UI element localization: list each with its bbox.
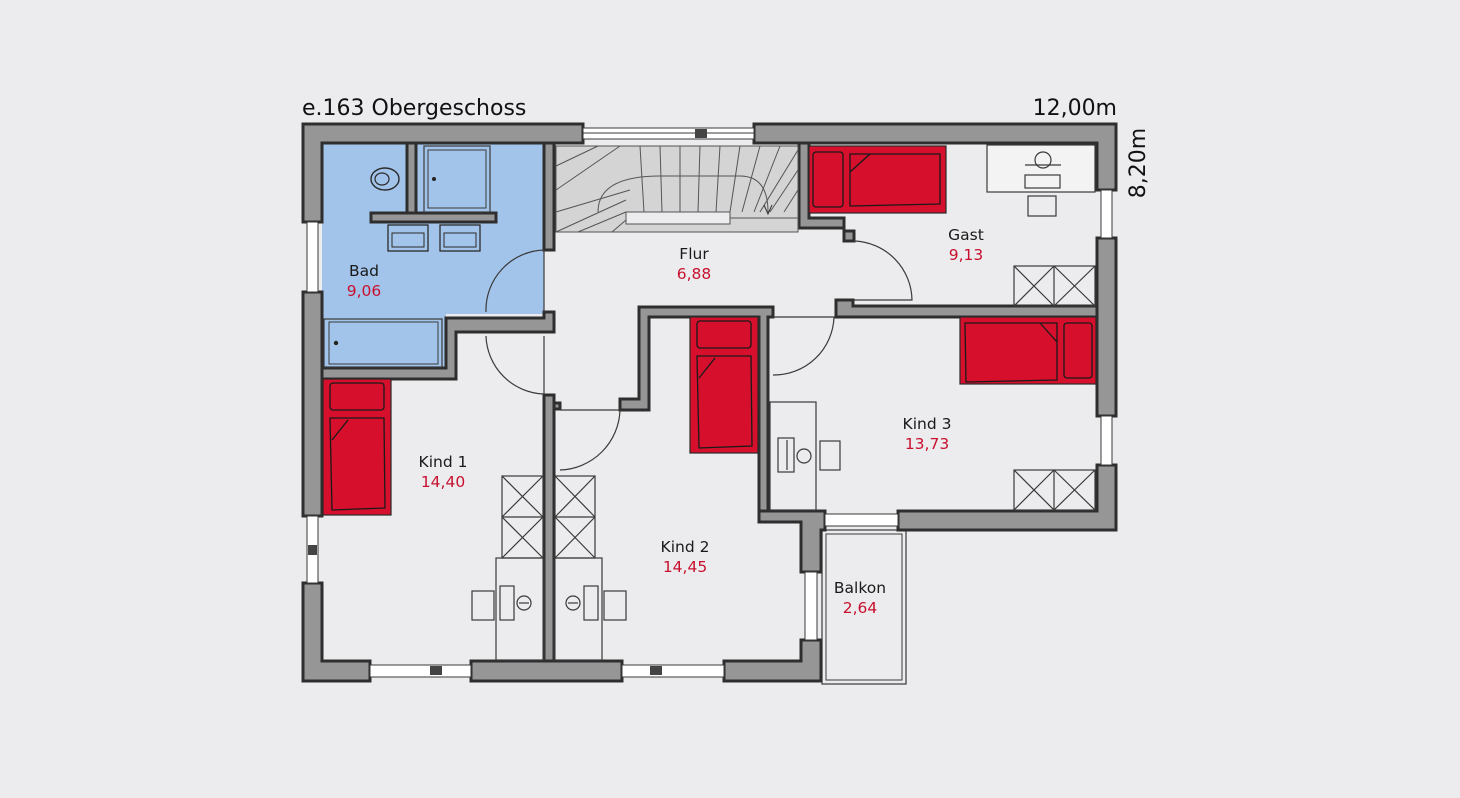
wall-right-middle (1095, 236, 1118, 418)
width-dimension: 12,00m (1033, 96, 1117, 121)
bed-kind3 (959, 316, 1097, 385)
staircase (555, 145, 799, 233)
room-area-kind2: 14,45 (663, 558, 707, 576)
wall-top-left (301, 122, 585, 224)
room-label-kind1: Kind 1 (419, 453, 468, 471)
desk-kind1 (471, 557, 545, 661)
room-area-flur: 6,88 (677, 265, 712, 283)
bed-kind2 (689, 316, 759, 454)
bed-kind1 (322, 378, 392, 516)
depth-dimension: 8,20m (1126, 128, 1151, 198)
room-area-balkon: 2,64 (843, 599, 878, 617)
room-label-bad: Bad (349, 262, 379, 280)
doors (485, 240, 913, 471)
window-gast (1100, 189, 1113, 239)
room-label-balkon: Balkon (834, 579, 886, 597)
window-kind1-bottom (369, 664, 472, 678)
room-area-gast: 9,13 (949, 246, 984, 264)
room-area-bad: 9,06 (347, 282, 382, 300)
room-area-kind1: 14,40 (421, 473, 465, 491)
window-balcony-door (824, 513, 899, 527)
window-bath (306, 221, 319, 293)
desk-gast (986, 144, 1096, 217)
room-label-kind2: Kind 2 (661, 538, 710, 556)
room-area-kind3: 13,73 (905, 435, 949, 453)
window-kind2-bottom (621, 664, 725, 678)
desk-kind3 (769, 401, 841, 511)
wall-kind2-kind3 (618, 305, 775, 513)
window-kind2-balcony (804, 571, 818, 641)
wall-bottom-middle (469, 659, 624, 683)
wall-bottom-right (722, 638, 823, 683)
wall-right-bottom (896, 463, 1118, 532)
wall-bath-flur (542, 141, 556, 252)
room-label-kind3: Kind 3 (903, 415, 952, 433)
wall-left-middle (301, 290, 324, 518)
bed-gast (808, 145, 947, 214)
room-label-gast: Gast (948, 226, 984, 244)
wall-kind1-kind2 (542, 393, 562, 663)
plan-title: e.163 Obergeschoss (302, 96, 526, 121)
room-label-flur: Flur (679, 245, 709, 263)
window-kind3-side (1100, 415, 1113, 466)
wall-top-right (752, 122, 1118, 192)
bathroom-fixtures (323, 145, 491, 368)
wall-bath-lower (320, 310, 556, 381)
wardrobes (501, 265, 1096, 559)
wall-gast-lower (834, 298, 1099, 319)
wall-bottom-left (301, 581, 372, 683)
balcony-floor (821, 529, 907, 685)
